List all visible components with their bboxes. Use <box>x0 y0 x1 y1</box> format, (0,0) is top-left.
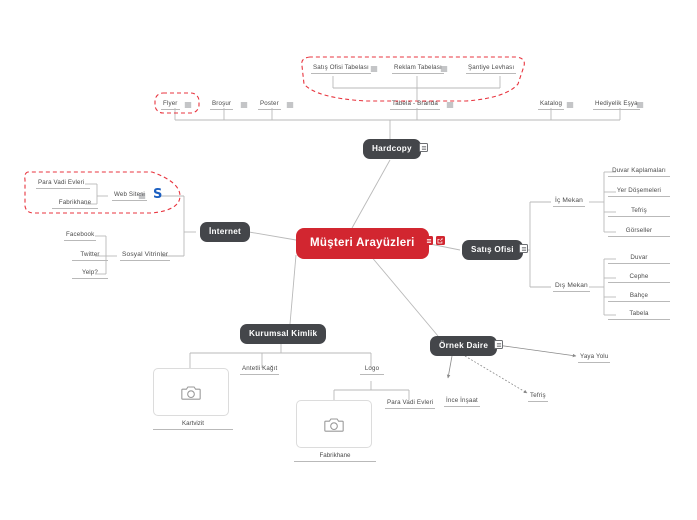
note-icon-glyph <box>138 192 146 200</box>
leaf-logo[interactable]: Logo <box>360 364 384 375</box>
leaf-hediyelik-esya[interactable]: Hediyelik Eşya <box>593 99 640 110</box>
leaf-ic-mekan[interactable]: İç Mekan <box>553 196 585 207</box>
note-icon[interactable] <box>184 101 192 109</box>
leaf-twitter[interactable]: Twitter <box>72 250 108 261</box>
note-icon-glyph <box>446 101 454 109</box>
leaf-santiye-levhasi[interactable]: Şantiye Levhası <box>466 63 517 74</box>
camera-icon <box>181 385 201 400</box>
node-ornek-daire[interactable]: Örnek Daire <box>430 336 498 356</box>
note-icon-glyph <box>566 101 574 109</box>
s-logo-icon: S <box>153 187 163 202</box>
leaf-tabela-dis-mekan[interactable]: Tabela <box>608 309 670 320</box>
leaf-brosur[interactable]: Broşur <box>210 99 234 110</box>
note-icon[interactable] <box>636 101 644 109</box>
leaf-tefris-ic-mekan[interactable]: Tefriş <box>608 206 670 217</box>
leaf-antetli-kagit[interactable]: Antetli Kağıt <box>240 364 280 375</box>
central-icons[interactable] <box>424 236 445 245</box>
camera-icon <box>324 417 344 432</box>
leaf-satis-ofisi-tabelasi[interactable]: Satış Ofisi Tabelası <box>311 63 371 74</box>
node-internet[interactable]: İnternet <box>200 222 251 242</box>
leaf-katalog[interactable]: Katalog <box>538 99 565 110</box>
ornek-daire-note-icon[interactable] <box>494 340 503 349</box>
image-card-kartvizit[interactable] <box>153 368 229 416</box>
note-icon[interactable] <box>566 101 574 109</box>
node-hardcopy[interactable]: Hardcopy <box>363 139 421 159</box>
leaf-para-vadi-evleri-web[interactable]: Para Vadi Evleri <box>36 178 90 189</box>
note-icon[interactable] <box>440 65 448 73</box>
leaf-flyer[interactable]: Flyer <box>161 99 180 110</box>
note-icon-glyph <box>286 101 294 109</box>
image-card-fabrikhane[interactable] <box>296 400 372 448</box>
leaf-yer-dosemeleri[interactable]: Yer Döşemeleri <box>608 186 670 197</box>
leaf-fabrikhane-web[interactable]: Fabrikhane <box>52 198 98 209</box>
leaf-dis-mekan[interactable]: Dış Mekan <box>553 281 590 292</box>
central-node-musteri-arayuzleri[interactable]: Müşteri Arayüzleri <box>296 228 429 259</box>
leaf-gorseller[interactable]: Görseller <box>608 226 670 237</box>
note-icon-glyph <box>519 244 528 253</box>
leaf-duvar-kaplamalari[interactable]: Duvar Kaplamaları <box>608 166 670 177</box>
caption-fabrikhane: Fabrikhane <box>294 452 376 462</box>
node-satis-ofisi[interactable]: Satış Ofisi <box>462 240 523 260</box>
note-icon[interactable] <box>424 236 433 245</box>
link-icon[interactable] <box>435 236 445 245</box>
leaf-tefris-ornek-daire[interactable]: Tefriş <box>528 391 548 402</box>
note-icon-glyph <box>184 101 192 109</box>
note-icon[interactable] <box>286 101 294 109</box>
leaf-para-vadi-evleri-logo[interactable]: Para Vadi Evleri <box>385 398 436 409</box>
note-icon[interactable] <box>240 101 248 109</box>
leaf-bahce[interactable]: Bahçe <box>608 291 670 302</box>
note-icon-glyph <box>636 101 644 109</box>
note-icon-glyph <box>440 65 448 73</box>
leaf-duvar[interactable]: Duvar <box>608 253 670 264</box>
node-kurumsal-kimlik[interactable]: Kurumsal Kimlik <box>240 324 327 344</box>
leaf-cephe[interactable]: Cephe <box>608 272 670 283</box>
leaf-yelp[interactable]: Yelp? <box>72 268 108 279</box>
caption-kartvizit: Kartvizit <box>153 420 233 430</box>
leaf-poster[interactable]: Poster <box>258 99 281 110</box>
leaf-sosyal-vitrinler[interactable]: Sosyal Vitrinler <box>120 250 171 261</box>
note-icon-glyph <box>494 340 503 349</box>
note-icon-glyph <box>419 143 428 152</box>
leaf-yaya-yolu[interactable]: Yaya Yolu <box>578 352 611 363</box>
leaf-web-sitesi[interactable]: Web Sitesi <box>112 190 147 201</box>
leaf-tabela-branda[interactable]: Tabela - Branda <box>390 99 440 110</box>
satis-ofisi-note-icon[interactable] <box>519 244 528 253</box>
note-icon[interactable] <box>370 65 378 73</box>
note-icon-glyph <box>240 101 248 109</box>
hardcopy-note-icon[interactable] <box>419 143 428 152</box>
note-icon-glyph <box>370 65 378 73</box>
note-icon[interactable] <box>446 101 454 109</box>
leaf-ince-insaat[interactable]: İnce İnşaat <box>444 396 480 407</box>
web-sitesi-note-icon[interactable] <box>138 192 146 200</box>
leaf-facebook[interactable]: Facebook <box>64 230 97 241</box>
leaf-reklam-tabelasi[interactable]: Reklam Tabelası <box>392 63 444 74</box>
